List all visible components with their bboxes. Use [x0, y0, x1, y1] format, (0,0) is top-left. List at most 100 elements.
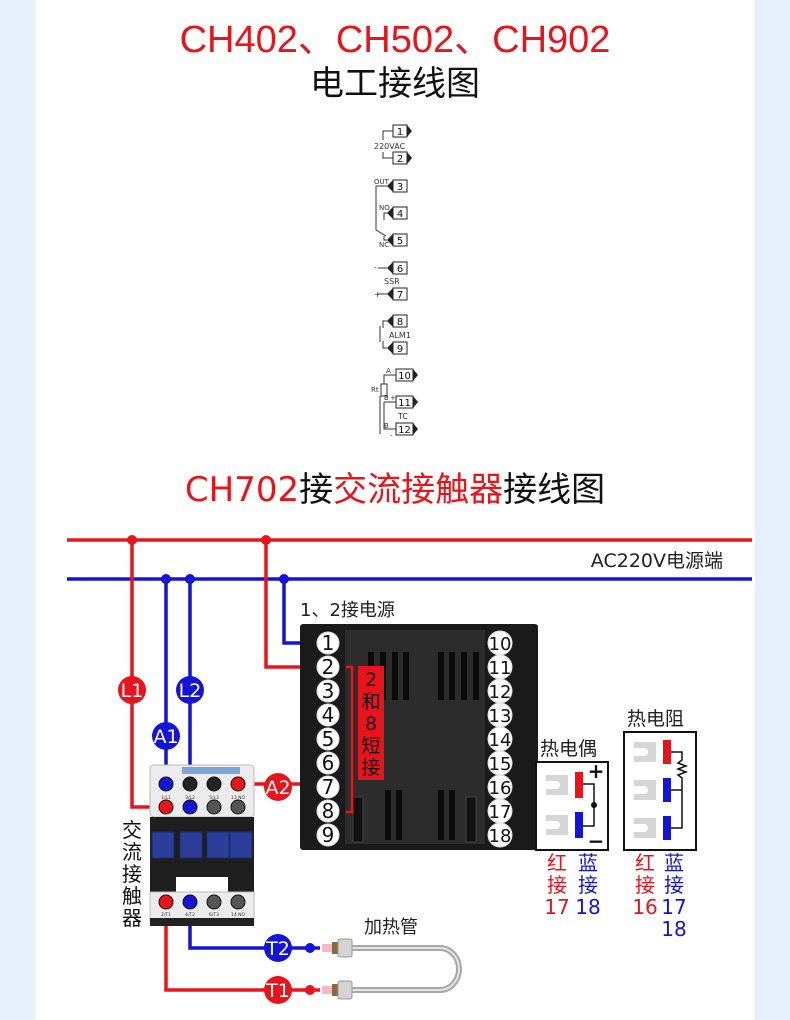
terminal-number: 8 [397, 317, 403, 328]
spade-lug [634, 742, 656, 762]
contactor-bottom-screw [158, 894, 174, 910]
contactor-bottom-label: 14 NO [231, 912, 246, 918]
terminal-number: 2 [397, 154, 403, 165]
section2-mid: 接 [299, 470, 334, 510]
contactor-top-label: 3/L2 [185, 795, 195, 801]
contactor-top-screw [158, 776, 174, 792]
label-out: OUT [374, 178, 390, 186]
small-wire [383, 402, 396, 430]
small-terminal: 4 [387, 206, 408, 220]
short-jumper [346, 665, 354, 814]
node-l1: L1 [118, 676, 146, 704]
contactor-vertical-label: 交 [122, 818, 142, 842]
label-b2: B [384, 422, 389, 430]
node-label: L1 [121, 680, 144, 702]
vent-slot [396, 790, 402, 840]
terminal-arrow [387, 207, 393, 219]
heater-tube-highlight [352, 947, 460, 991]
section2-red: 交流接触器 [333, 470, 504, 510]
spade-lug [634, 818, 656, 838]
small-terminal: 12 [395, 422, 418, 436]
terminal-number: 2 [322, 655, 335, 679]
small-terminal: 11 [395, 395, 418, 409]
label-alm1: ALM1 [389, 331, 411, 340]
short-note-char: 2 [365, 669, 377, 691]
lug-shape [634, 742, 656, 762]
spade-lug [546, 775, 568, 795]
terminal-number: 11 [489, 658, 512, 679]
rtd-title: 热电阻 [627, 708, 684, 730]
terminal-box [392, 341, 408, 355]
vent-slot [473, 652, 479, 700]
small-terminal: 6 [387, 261, 408, 275]
terminal-number: 7 [397, 290, 403, 301]
terminal-number: 5 [397, 236, 403, 247]
vent-slot [392, 652, 398, 700]
section2-end: 接线图 [503, 470, 606, 510]
small-wire [383, 374, 396, 385]
contactor-feet [150, 918, 254, 926]
mount-slot [465, 796, 477, 843]
terminal-number: 12 [398, 425, 411, 436]
vent-slot [438, 790, 444, 840]
mount-slot [352, 796, 364, 843]
label-rt: Rt [371, 386, 379, 394]
wiring-note-char: 红 [635, 851, 655, 875]
lug-shape [634, 780, 656, 800]
terminal-number: 4 [397, 209, 403, 220]
short-note-box [358, 666, 384, 780]
label-no: NO [379, 204, 390, 212]
heater-dot-blue [305, 943, 315, 953]
wiring-note-char: 16 [632, 895, 657, 919]
tc-plus-sign: + [588, 759, 605, 783]
terminal-number: 1 [322, 631, 335, 655]
label-tc-minus: - [390, 432, 393, 440]
terminal-arrow [407, 125, 412, 137]
contactor-mid-screw [230, 799, 246, 815]
label-ssr: SSR [384, 277, 400, 286]
terminal-box [392, 261, 408, 275]
terminal-arrow [413, 396, 418, 408]
small-terminal: 5 [387, 233, 408, 247]
terminal-number: 16 [489, 778, 512, 799]
label-a: A [386, 367, 391, 375]
rtd-box [623, 731, 697, 851]
terminal-arrow [387, 180, 393, 192]
terminal-number: 4 [322, 703, 335, 727]
small-wire [383, 212, 387, 220]
small-terminal: 1 [392, 124, 412, 138]
terminal-arrow [387, 315, 393, 327]
label-ssr-plus: + [374, 290, 381, 299]
thermocouple-title: 热电偶 [540, 738, 597, 760]
heater-label: 加热管 [364, 917, 418, 938]
node-circle [176, 676, 204, 704]
wiring-note-char: 蓝 [664, 851, 684, 875]
vent-slot [385, 790, 391, 840]
label-nc: NC [379, 241, 389, 249]
rt-resistor [380, 383, 388, 397]
small-wire [382, 130, 393, 140]
power-note: 1、2接电源 [300, 600, 395, 621]
terminal-number: 17 [489, 802, 512, 823]
thermocouple-diagram: +− [546, 759, 604, 853]
contactor-top-screw [206, 776, 222, 792]
small-terminal: 9 [387, 341, 408, 355]
terminal-number: 14 [489, 730, 512, 751]
terminal-box [392, 287, 408, 301]
node-label: A1 [153, 726, 178, 748]
power-line-label: AC220V电源端 [591, 550, 723, 572]
tc-red-lead [575, 772, 583, 798]
terminal-box [392, 233, 408, 247]
node-label: T1 [265, 980, 290, 1002]
contactor-button [151, 831, 175, 859]
contactor-bottom-screw [182, 894, 198, 910]
terminal-number: 5 [322, 727, 335, 751]
contactor-vertical-label: 触 [122, 884, 142, 908]
rtd-red-lead [663, 740, 671, 764]
terminal-screw [316, 799, 340, 823]
contactor-mid-screw [182, 799, 198, 815]
small-terminal: 2 [392, 151, 412, 165]
